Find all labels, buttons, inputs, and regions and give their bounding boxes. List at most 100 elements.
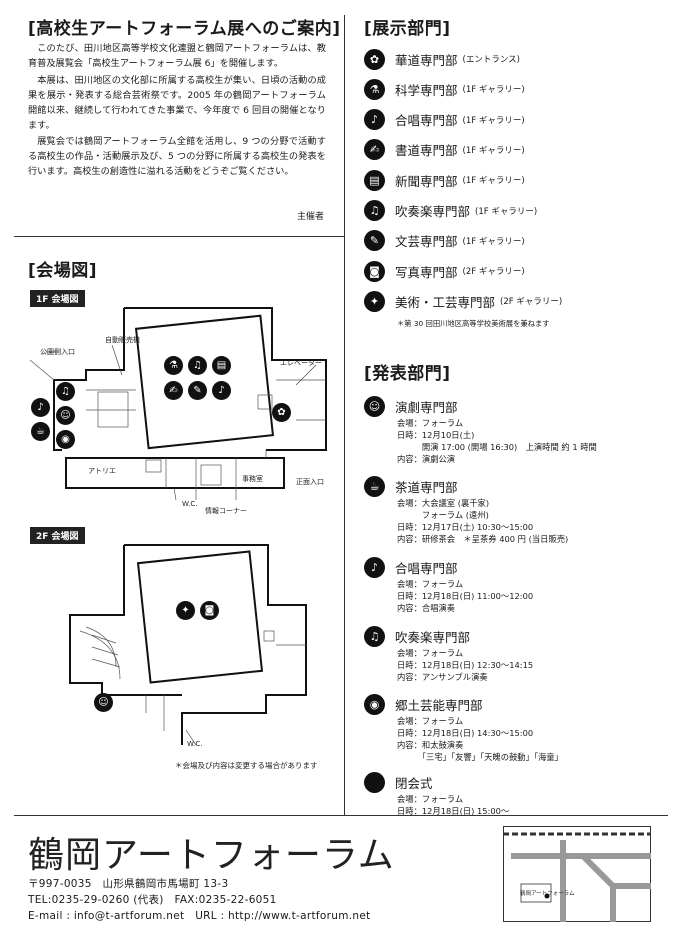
footer-web: E-mail : info@t-artforum.net URL : http:… [28,910,371,922]
flower-icon: ✿ [364,48,385,70]
performance-item: ☕茶道専門部会場：大会議室 (裏千家) フォーラム (遠州)日時：12月17日(… [364,475,568,545]
drama-icon: ☺ [56,406,75,425]
exhibition-note: ＊第 30 回田川地区高等学校美術展を兼ねます [397,319,550,328]
performance-detail: 日時：12月18日(日) 15:00〜 [397,806,510,817]
exhibition-location: (2F ギャラリー) [500,297,563,308]
performance-detail: 内容：合唱演奏 [397,603,456,614]
performance-detail: 内容：研修茶会 ＊呈茶券 400 円 (当日販売) [397,534,569,545]
camera-icon: ◙ [200,601,219,620]
camera-icon: ◙ [364,260,385,282]
trumpet-icon: ♫ [364,200,385,221]
exhibition-name: 吹奏楽専門部 [395,204,471,219]
performance-title: [発表部門] [364,364,451,384]
footer-address: 〒997-0035 山形県鶴岡市馬場町 13-3 [28,878,229,890]
label-atelier: アトリエ [88,467,116,475]
brush-icon: ✍ [164,381,183,400]
intro-title: [高校生アートフォーラム展へのご案内] [28,19,341,39]
exhibition-name: 写真専門部 [395,264,458,280]
label-elevator: エレベーター [280,359,322,367]
footer-tel: TEL:0235-29-0260 (代表) FAX:0235-22-6051 [28,894,277,906]
exhibition-item: ♪合唱専門部(1F ギャラリー) [364,108,525,132]
tea-icon: ☕ [364,475,385,497]
performance-detail: 日時：12月18日(日) 11:00〜12:00 [397,591,534,602]
floor2-map [69,544,307,746]
exhibition-name: 文芸専門部 [395,234,458,250]
performance-detail: 会場：フォーラム [397,418,464,428]
performance-detail: 会場：フォーラム [397,794,464,804]
science-icon: ⚗ [364,78,385,100]
label-wc-1f: W.C. [182,500,198,508]
choir-icon: ♪ [212,381,231,400]
performance-detail: 「三宅」「友響」「天魄の鼓動」「海童」 [397,752,563,763]
floor1-label: 1F 会場図 [30,290,85,307]
exhibition-item: ✍書道専門部(1F ギャラリー) [364,138,525,162]
performance-name: 閉会式 [395,775,433,791]
venue-note: ＊会場及び内容は変更する場合があります [175,761,318,770]
palette-icon: ✦ [176,601,195,620]
exhibition-item: ✦ 美術・工芸専門部 (2F ギャラリー) [364,289,562,313]
performance-detail: 内容：演劇公演 [397,454,456,465]
intro-paragraph: 本展は、田川地区の文化部に所属する高校生が集い、日頃の活動の成果を展示・発表する… [28,74,326,131]
intro-paragraph: 展覧会では鶴岡アートフォーラム全館を活用し、9 つの分野で活動する高校生の作品・… [28,136,326,178]
venue-title: [会場図] [28,261,98,281]
performance-detail: 開演 17:00 (開場 16:30) 上演時間 約 1 時間 [397,442,597,453]
label-park-entrance: 公園側入口 [40,348,75,356]
performance-detail: 内容：和太鼓演奏 [397,740,464,751]
exhibition-location: (1F ギャラリー) [462,236,525,247]
exhibition-location: (2F ギャラリー) [462,267,525,278]
performance-name: 郷土芸能専門部 [395,697,483,713]
exhibition-name: 書道専門部 [395,143,458,159]
exhibition-item: ◙ 写真専門部 (2F ギャラリー) [364,259,525,283]
performance-name: 演劇専門部 [395,399,458,415]
exhibition-item: ▤新聞専門部(1F ギャラリー) [364,168,525,192]
exhibition-name: 美術・工芸専門部 [395,294,496,310]
label-wc-2f: W.C. [187,740,203,748]
newspaper-icon: ▤ [364,169,385,191]
book-icon: ✎ [188,381,207,400]
exhibition-name: 科学専門部 [395,82,458,98]
performance-item: ☺演劇専門部会場：フォーラム日時：12月10日(土) 開演 17:00 (開場 … [364,395,597,465]
exhibition-item: ♫ 吹奏楽専門部 (1F ギャラリー) [364,199,537,223]
performance-detail: 日時：12月18日(日) 14:30〜15:00 [397,728,534,739]
performance-detail: 内容：アンサンブル演奏 [397,672,488,683]
performance-detail: 日時：12月18日(日) 12:30〜14:15 [397,660,534,671]
brush-icon: ✍ [364,139,385,161]
performance-detail: 日時：12月10日(土) [397,430,475,441]
label-office: 事務室 [242,475,263,483]
book-icon: ✎ [364,230,385,252]
label-main-entrance: 正面入口 [296,478,324,486]
footer-divider [14,815,668,816]
performance-detail: 会場：フォーラム [397,648,464,658]
access-map [503,826,651,922]
performance-item: ◉ 郷土芸能専門部会場：フォーラム日時：12月18日(日) 14:30〜15:00… [364,693,563,763]
performance-detail: 日時：12月17日(土) 10:30〜15:00 [397,522,534,533]
exhibition-title: [展示部門] [364,19,451,39]
exhibition-location: (1F ギャラリー) [475,206,538,217]
access-forum-label: 鶴岡アートフォーラム [520,891,575,897]
label-vending: 自動販売機 [105,336,140,344]
flower-icon: ✿ [272,403,291,422]
performance-detail: 会場：フォーラム [397,579,464,589]
performance-detail: 会場：フォーラム [397,716,464,726]
organizer: 主催者 [296,212,324,222]
performance-item: 閉会式会場：フォーラム日時：12月18日(日) 15:00〜 [364,771,509,817]
floor1-map [29,307,327,501]
performance-name: 茶道専門部 [395,479,458,495]
trumpet-icon: ♫ [188,356,207,375]
drum-icon: ◉ [364,693,385,715]
exhibition-location: (1F ギャラリー) [462,85,525,96]
forum-logo: 鶴岡アートフォーラム [28,835,395,876]
palette-icon: ✦ [364,290,385,312]
exhibition-name: 華道専門部 [395,52,458,68]
exhibition-name: 新聞専門部 [395,173,458,189]
performance-detail: 会場：大会議室 (裏千家) [397,498,490,508]
intro-paragraph: このたび、田川地区高等学校文化連盟と鶴岡アートフォーラムは、教育普及展覧会「高校… [28,43,326,69]
closing-icon [364,771,385,793]
label-info-corner: 情報コーナー [205,507,247,515]
choir-icon: ♪ [364,556,385,578]
exhibition-item: ✿華道専門部(エントランス) [364,47,520,71]
science-icon: ⚗ [164,356,183,375]
column-divider [344,15,345,815]
